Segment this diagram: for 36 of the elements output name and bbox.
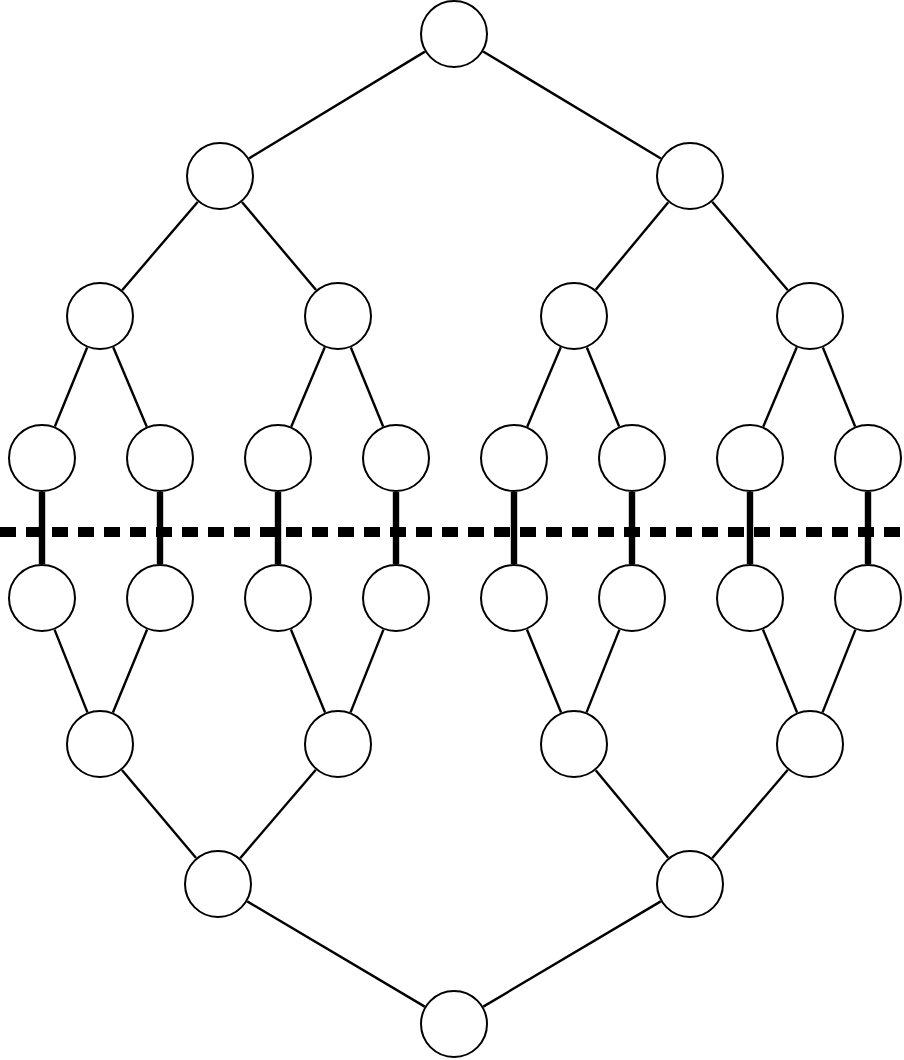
connector-line <box>761 629 799 713</box>
connector-line <box>111 629 149 713</box>
connector-line <box>121 201 199 291</box>
connector-line <box>585 629 621 713</box>
connector-line <box>156 492 164 564</box>
connector-line <box>482 900 662 1008</box>
connector-line <box>821 347 857 427</box>
connector-line <box>711 201 789 291</box>
connector-line <box>628 492 636 564</box>
connector-line <box>38 492 46 564</box>
connector-line <box>594 769 670 859</box>
connector-line <box>510 492 518 564</box>
connector-line <box>241 201 317 291</box>
connector-line <box>274 492 282 564</box>
connector-line <box>762 346 798 428</box>
connector-line <box>482 50 662 160</box>
connector-line <box>594 201 670 291</box>
connector-line <box>290 346 326 428</box>
connector-line <box>525 629 563 713</box>
connector-line <box>112 346 148 428</box>
connector-line <box>349 347 385 427</box>
connector-line <box>248 50 426 160</box>
connector-line <box>246 900 426 1008</box>
connector-line <box>526 346 562 428</box>
connector-line <box>746 492 754 564</box>
connector-line <box>711 769 789 859</box>
connector-line <box>53 629 89 713</box>
connector-line <box>121 769 197 859</box>
connector-line <box>392 492 400 564</box>
connector-line <box>864 492 872 564</box>
connector-line <box>289 629 327 713</box>
connector-line <box>585 347 621 427</box>
connector-line <box>53 347 89 427</box>
connector-line <box>349 629 385 713</box>
connector-line <box>239 769 317 859</box>
connector-line <box>821 629 857 713</box>
